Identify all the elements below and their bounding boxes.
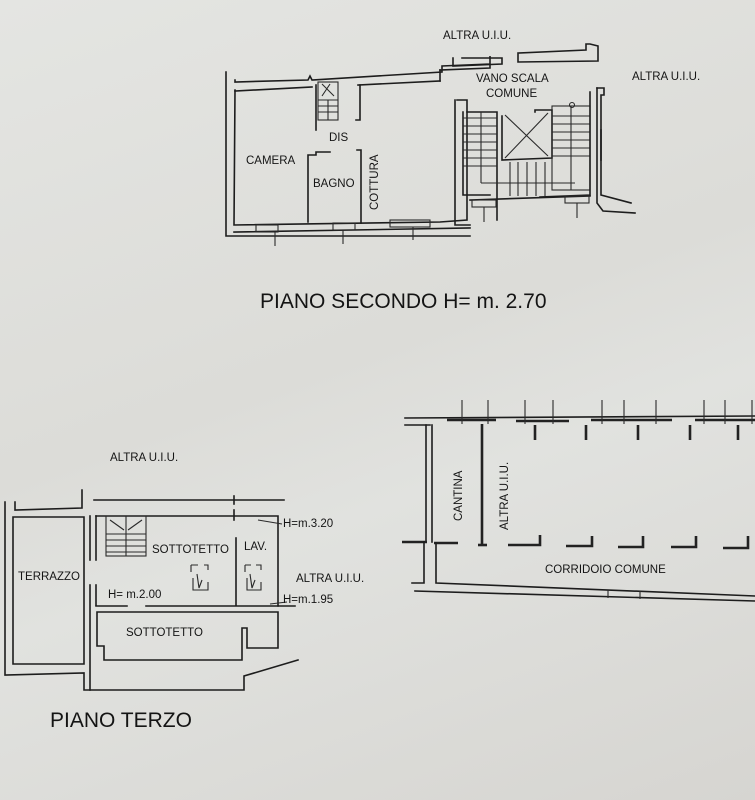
piano-secondo-plan [225, 43, 636, 246]
label-dis: DIS [329, 132, 349, 144]
label-sottotetto-lower: SOTTOTETTO [126, 627, 203, 639]
label-h-2-00: H= m.2.00 [108, 589, 161, 601]
cantina-corridoio-plan [402, 400, 755, 602]
label-comune: COMUNE [486, 88, 537, 100]
label-cottura: COTTURA [369, 154, 381, 210]
label-camera: CAMERA [246, 155, 296, 167]
label-corridoio-comune: CORRIDOIO COMUNE [545, 564, 666, 576]
piano-secondo-title: PIANO SECONDO H= m. 2.70 [260, 290, 547, 313]
label-lav: LAV. [244, 541, 267, 553]
label-terrazzo: TERRAZZO [18, 571, 80, 583]
label-vano-scala: VANO SCALA [476, 73, 549, 85]
label-altra-uiu-top-terzo: ALTRA U.I.U. [110, 452, 178, 464]
piano-terzo-title: PIANO TERZO [50, 709, 192, 732]
label-sottotetto-upper: SOTTOTETTO [152, 544, 229, 556]
label-cantina: CANTINA [453, 470, 465, 521]
label-h-1-95: H=m.1.95 [283, 594, 333, 606]
label-bagno: BAGNO [313, 178, 355, 190]
label-altra-uiu-cantina: ALTRA U.I.U. [499, 462, 511, 530]
piano-terzo-plan [4, 489, 299, 691]
label-altra-uiu-top: ALTRA U.I.U. [443, 30, 511, 42]
label-h-3-20: H=m.3.20 [283, 518, 333, 530]
label-altra-uiu-right: ALTRA U.I.U. [632, 71, 700, 83]
label-altra-uiu-right-terzo: ALTRA U.I.U. [296, 573, 364, 585]
